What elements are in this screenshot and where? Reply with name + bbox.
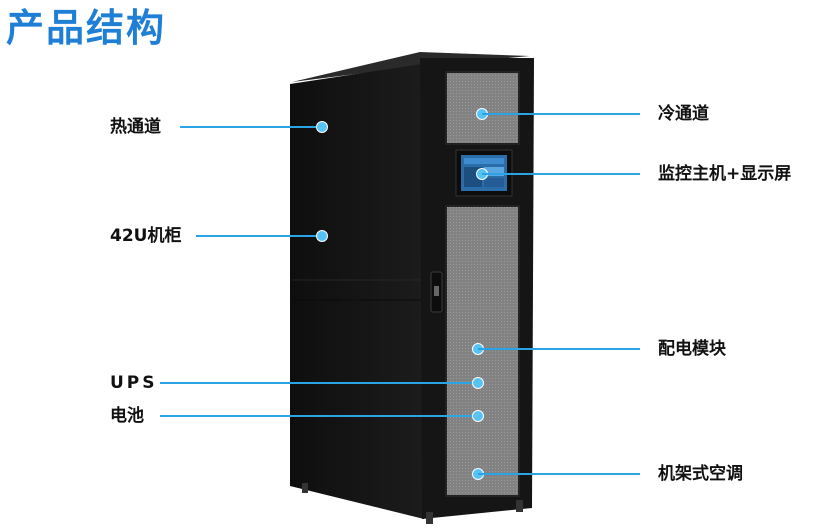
callout-dot-rack [316, 230, 328, 242]
leader-line-cold-aisle [482, 113, 640, 115]
leader-line-battery [160, 415, 478, 417]
page-title: 产品结构 [6, 6, 167, 50]
callout-label-cold-aisle: 冷通道 [658, 104, 709, 124]
callout-label-pdu: 配电模块 [658, 339, 726, 359]
callout-dot-hot-aisle [316, 121, 328, 133]
callout-label-monitor: 监控主机+显示屏 [658, 164, 792, 184]
callout-label-ac: 机架式空调 [658, 464, 743, 484]
cabinet-foot [302, 483, 308, 493]
leader-line-rack [196, 235, 322, 237]
callout-dot-ups [472, 377, 484, 389]
leader-line-ups [160, 382, 478, 384]
callout-label-ups: UPS [110, 373, 158, 393]
callout-label-hot-aisle: 热通道 [110, 117, 161, 137]
callout-dot-battery [472, 410, 484, 422]
leader-line-hot-aisle [180, 126, 322, 128]
cabinet-foot [516, 500, 523, 512]
callout-label-rack: 42U机柜 [110, 226, 182, 246]
cabinet-foot [426, 512, 433, 524]
leader-line-monitor [482, 173, 640, 175]
leader-line-pdu [478, 348, 640, 350]
cabinet-side-panel [290, 64, 424, 519]
leader-line-ac [478, 473, 640, 475]
callout-label-battery: 电池 [110, 406, 144, 426]
